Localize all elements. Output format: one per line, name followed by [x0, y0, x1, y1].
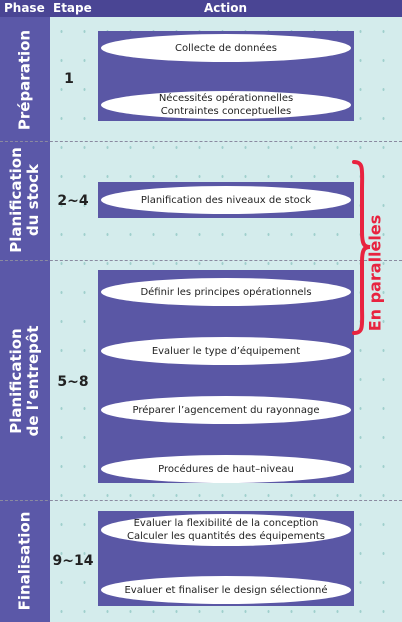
header-action: Action	[204, 1, 248, 15]
step-number: 1	[64, 71, 74, 87]
step-number: 9~14	[52, 553, 94, 569]
action-principes: Définir les principes opérationnels	[101, 278, 351, 306]
step-number: 5~8	[57, 374, 89, 390]
step-number: 2~4	[57, 193, 89, 209]
header-phase: Phase	[4, 1, 45, 15]
action-collecte: Collecte de données	[101, 34, 351, 62]
action-planification-stock: Planification des niveaux de stock	[101, 186, 351, 214]
flow-arrow	[215, 311, 235, 334]
flow-arrow	[215, 429, 235, 452]
phase-separator	[0, 500, 402, 501]
header-bar: Phase Etape Action	[0, 0, 402, 17]
action-agencement: Préparer l’agencement du rayonnage	[101, 396, 351, 424]
parallel-label: En parallèles	[365, 214, 385, 332]
phase-separator	[0, 260, 402, 261]
phase-preparation: Préparation	[15, 29, 34, 131]
phase-column	[0, 17, 50, 622]
header-etape: Etape	[53, 1, 92, 15]
action-haut-niveau: Procédures de haut–niveau	[101, 455, 351, 483]
parallel-brace	[352, 160, 371, 335]
action-type-equipement: Evaluer le type d’équipement	[101, 337, 351, 365]
flow-arrow	[215, 62, 235, 79]
flow-arrow	[215, 370, 235, 393]
phase-finalisation: Finalisation	[15, 511, 34, 611]
action-finaliser-design: Evaluer et finaliser le design sélection…	[101, 576, 351, 604]
flow-arrow	[215, 548, 235, 574]
phase-separator	[0, 141, 402, 142]
